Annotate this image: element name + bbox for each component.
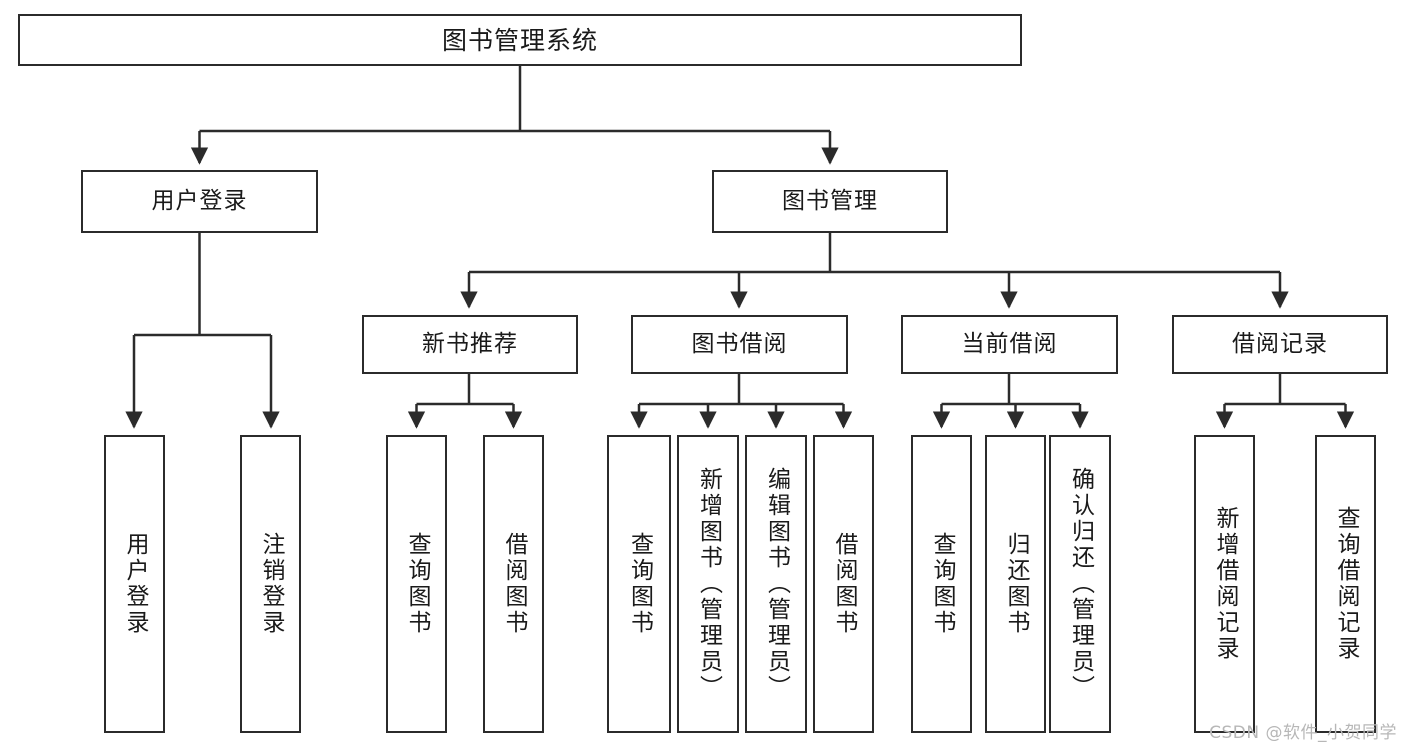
- node-leaf-user-logout[interactable]: 注销登录: [240, 435, 301, 733]
- node-leaf-user-login[interactable]: 用户登录: [104, 435, 165, 733]
- node-leaf-query-book-3-label: 查询图书: [929, 532, 955, 636]
- node-leaf-user-login-label: 用户登录: [122, 532, 148, 636]
- node-leaf-confirm-return[interactable]: 确认归还（管理员）: [1049, 435, 1111, 733]
- node-leaf-add-book[interactable]: 新增图书（管理员）: [677, 435, 739, 733]
- node-book-borrow-label: 图书借阅: [691, 331, 788, 357]
- node-leaf-borrow-book-2[interactable]: 借阅图书: [813, 435, 874, 733]
- node-leaf-return-book[interactable]: 归还图书: [985, 435, 1046, 733]
- node-leaf-add-book-label: 新增图书（管理员）: [695, 467, 722, 701]
- node-leaf-query-book-2[interactable]: 查询图书: [607, 435, 671, 733]
- node-current-borrow-label: 当前借阅: [961, 331, 1058, 357]
- node-root[interactable]: 图书管理系统: [18, 14, 1022, 66]
- csdn-watermark: CSDN @软件_小贺同学: [1209, 723, 1397, 743]
- node-leaf-user-logout-label: 注销登录: [258, 532, 284, 636]
- node-leaf-return-book-label: 归还图书: [1003, 532, 1029, 636]
- node-leaf-query-book-1[interactable]: 查询图书: [386, 435, 447, 733]
- node-root-label: 图书管理系统: [441, 25, 598, 55]
- node-borrow-record-label: 借阅记录: [1232, 331, 1328, 357]
- node-user-login[interactable]: 用户登录: [81, 170, 318, 233]
- node-leaf-query-book-2-label: 查询图书: [626, 532, 653, 636]
- node-leaf-query-book-1-label: 查询图书: [404, 532, 430, 636]
- node-leaf-confirm-return-label: 确认归还（管理员）: [1067, 467, 1094, 701]
- node-leaf-query-record-label: 查询借阅记录: [1333, 506, 1359, 662]
- node-borrow-record[interactable]: 借阅记录: [1172, 315, 1388, 374]
- node-new-book-rec[interactable]: 新书推荐: [362, 315, 578, 374]
- node-leaf-add-record-label: 新增借阅记录: [1212, 506, 1238, 662]
- node-leaf-borrow-book-1[interactable]: 借阅图书: [483, 435, 544, 733]
- node-leaf-edit-book-label: 编辑图书（管理员）: [763, 467, 790, 701]
- node-new-book-rec-label: 新书推荐: [422, 331, 518, 357]
- node-leaf-edit-book[interactable]: 编辑图书（管理员）: [745, 435, 807, 733]
- node-leaf-add-record[interactable]: 新增借阅记录: [1194, 435, 1255, 733]
- node-leaf-query-record[interactable]: 查询借阅记录: [1315, 435, 1376, 733]
- node-leaf-borrow-book-1-label: 借阅图书: [501, 532, 527, 636]
- node-book-manage-label: 图书管理: [782, 188, 878, 214]
- node-book-borrow[interactable]: 图书借阅: [631, 315, 848, 374]
- node-user-login-label: 用户登录: [151, 188, 248, 214]
- node-book-manage[interactable]: 图书管理: [712, 170, 948, 233]
- node-current-borrow[interactable]: 当前借阅: [901, 315, 1118, 374]
- node-leaf-borrow-book-2-label: 借阅图书: [831, 532, 857, 636]
- node-leaf-query-book-3[interactable]: 查询图书: [911, 435, 972, 733]
